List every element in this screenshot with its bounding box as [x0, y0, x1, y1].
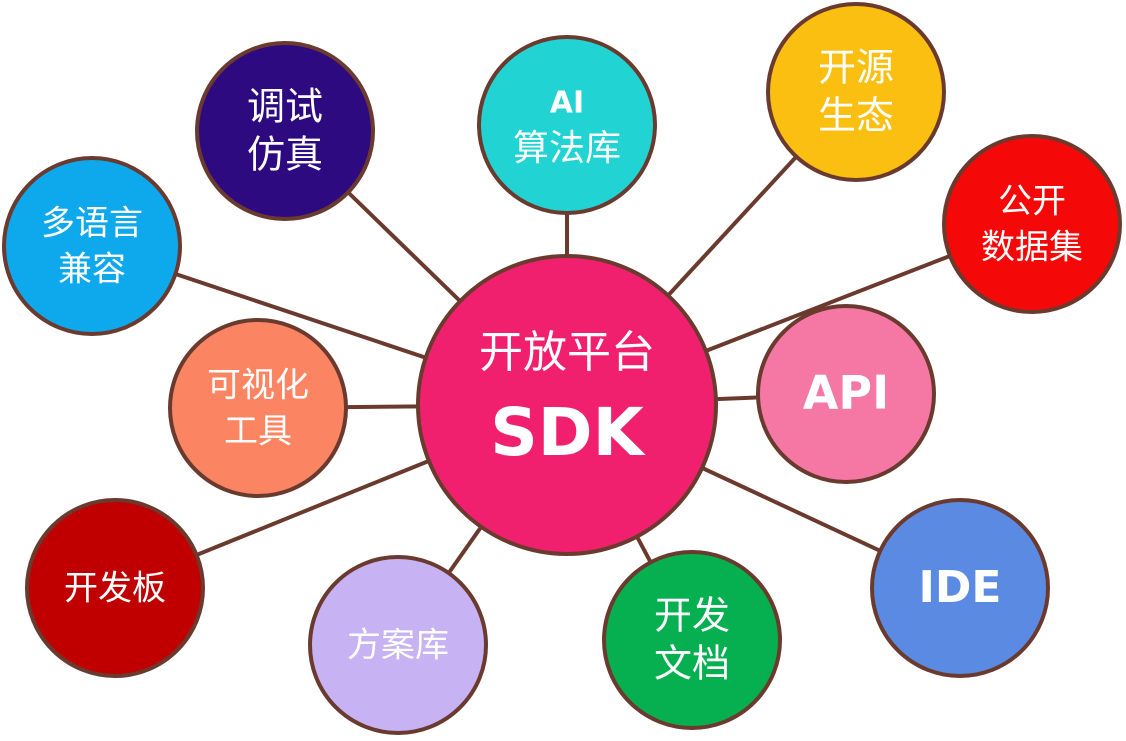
node-circle-open-source [766, 2, 946, 182]
node-circle-ide [870, 498, 1050, 678]
node-circle-dev-board [25, 498, 205, 678]
node-api: API [756, 304, 936, 484]
node-label-visual-tools-line-2: 工具 [224, 412, 292, 452]
hub-label-line-2: SDK [490, 394, 646, 471]
node-label-visual-tools-line-1: 可视化 [207, 366, 309, 406]
node-dev-board: 开发板 [25, 498, 205, 678]
node-label-api-line-1: API [803, 366, 889, 420]
node-circle-solution-lib [308, 555, 488, 735]
node-circle-ai-algo [477, 35, 657, 215]
node-label-debug-sim-line-1: 调试 [247, 85, 323, 129]
node-label-multi-lang-line-1: 多语言 [41, 204, 143, 244]
node-ide: IDE [870, 498, 1050, 678]
node-circle-multi-lang [2, 156, 182, 336]
node-label-dev-docs-line-2: 文档 [654, 642, 730, 686]
node-label-solution-lib-line-1: 方案库 [347, 626, 449, 666]
hub-circle: 开放平台 SDK [416, 254, 718, 556]
node-circle-dev-docs [602, 550, 782, 730]
node-label-dev-docs-line-1: 开发 [654, 594, 730, 638]
node-circle-visual-tools [168, 318, 348, 498]
node-label-public-data-line-2: 数据集 [981, 228, 1083, 268]
node-label-public-data-line-1: 公开 [998, 182, 1066, 222]
node-circle-debug-sim [195, 41, 375, 221]
node-label-open-source-line-1: 开源 [818, 46, 894, 90]
node-ai-algo: AI 算法库 [477, 35, 657, 215]
hub-circle-shape [416, 254, 718, 556]
node-label-dev-board-line-1: 开发板 [64, 569, 166, 609]
node-circle-public-data [942, 134, 1122, 314]
node-label-ai-algo-line-1: AI [550, 86, 584, 121]
node-circle-api [756, 304, 936, 484]
node-label-multi-lang-line-2: 兼容 [58, 250, 126, 290]
node-solution-lib: 方案库 [308, 555, 488, 735]
node-label-ai-algo-line-2: 算法库 [513, 128, 621, 169]
node-label-ide-line-1: IDE [919, 562, 1002, 613]
node-label-debug-sim-line-2: 仿真 [247, 133, 323, 177]
hub-label-line-1: 开放平台 [479, 327, 655, 378]
node-label-open-source-line-2: 生态 [818, 94, 894, 138]
